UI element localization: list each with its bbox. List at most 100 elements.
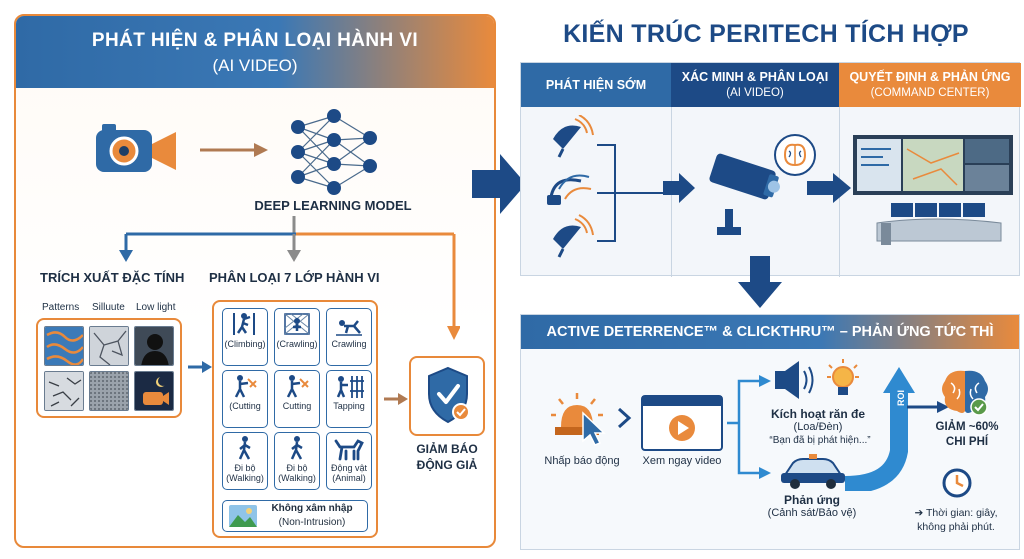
class-cell: (Cutting <box>222 370 268 428</box>
class-cell: Crawling <box>326 308 372 366</box>
class-label: Động vật <box>330 463 368 473</box>
non-intrusion-line1: Không xâm nhập <box>271 503 353 514</box>
police-car-icon <box>781 454 845 489</box>
shield-check-icon <box>428 366 470 424</box>
col2-title: XÁC MINH & PHÂN LOẠI <box>681 70 829 84</box>
feature-label-silhouette: Silluute <box>92 302 125 313</box>
deterrence-panel: ACTIVE DETERRENCE™ & CLICKTHRU™ – PHẢN Ứ… <box>520 314 1020 550</box>
activate-quote: “Bạn đã bị phát hiện...” <box>769 435 871 446</box>
cutting-icon <box>275 373 319 401</box>
arrow-col1-col2-icon <box>663 173 695 203</box>
col3-sub: (COMMAND CENTER) <box>870 87 990 99</box>
cost-line1: GIẢM ~60% <box>935 421 999 433</box>
left-subtitle: (AI VIDEO) <box>212 56 298 75</box>
false-alarm-box <box>409 356 485 436</box>
click-label: Nhấp báo động <box>544 455 620 467</box>
class-label: Tapping <box>333 401 365 411</box>
crack-texture-icon <box>89 326 129 366</box>
class-cell: Động vật(Animal) <box>326 432 372 490</box>
class-cell: Đi bộ(Walking) <box>274 432 320 490</box>
roi-label: ROI <box>896 389 907 407</box>
climbing-icon <box>223 311 267 339</box>
feature-box <box>36 318 182 418</box>
chevron-right-icon <box>617 407 632 429</box>
class-cell: (Crawling) <box>274 308 320 366</box>
sensor-array-icon <box>547 115 663 258</box>
neural-network-icon <box>291 109 377 195</box>
branch-arrows <box>119 216 460 340</box>
tapping-icon <box>327 373 371 401</box>
class-label: (Climbing) <box>224 339 266 349</box>
fork-arrows-icon <box>727 375 771 479</box>
activate-title: Kích hoạt răn đe <box>770 407 865 421</box>
col3-header: QUYẾT ĐỊNH & PHẢN ỨNG (COMMAND CENTER) <box>839 63 1021 107</box>
activate-sub: (Loa/Đèn) <box>793 421 843 433</box>
class-label: Đi bộ <box>234 463 256 473</box>
time-line2: không phải phút. <box>917 521 995 533</box>
landscape-icon <box>229 505 257 527</box>
col3-title: QUYẾT ĐỊNH & PHẢN ỨNG <box>849 70 1011 84</box>
architecture-panel: PHÁT HIỆN SỚM XÁC MINH & PHÂN LOẠI (AI V… <box>520 62 1021 277</box>
pattern-texture-icon <box>44 326 84 366</box>
feature-label-patterns: Patterns <box>42 302 80 313</box>
brain-icon <box>942 370 988 416</box>
class-sublabel: (Walking) <box>278 473 316 483</box>
class-label: Đi bộ <box>286 463 308 473</box>
arrow-to-model-icon <box>200 143 268 157</box>
reduce-line1: GIẢM BÁO <box>416 442 478 456</box>
class-cell: Đi bộ(Walking) <box>222 432 268 490</box>
big-arrow-icon <box>472 154 526 214</box>
feature-label-lowlight: Low light <box>136 302 176 313</box>
speaker-light-icon <box>775 359 859 399</box>
reduce-line2: ĐỘNG GIẢ <box>416 458 478 472</box>
col2-header: XÁC MINH & PHÂN LOẠI (AI VIDEO) <box>671 63 839 107</box>
non-intrusion-line2: (Non-Intrusion) <box>278 517 346 528</box>
class-label: Crawling <box>331 339 367 349</box>
time-line1: ➔ Thời gian: giây, <box>914 507 998 519</box>
silhouette-icon <box>134 326 174 366</box>
class-label: (Crawling) <box>276 339 318 349</box>
arrow-to-classify-icon <box>188 361 212 373</box>
clock-icon <box>942 468 972 498</box>
classify-box: (Climbing) (Crawling) Crawling (Cutting Cutt… <box>212 300 378 538</box>
left-panel: PHÁT HIỆN & PHÂN LOẠI HÀNH VI (AI VIDEO)… <box>14 14 496 548</box>
col2-sub: (AI VIDEO) <box>726 87 784 99</box>
right-title: KIẾN TRÚC PERITECH TÍCH HỢP <box>563 20 969 48</box>
col1-title: PHÁT HIỆN SỚM <box>545 78 647 92</box>
arrow-col2-col3-icon <box>807 173 851 203</box>
arrow-to-reduce-icon <box>384 393 408 405</box>
down-arrow-icon <box>738 256 782 308</box>
video-label: Xem ngay video <box>642 455 722 467</box>
walking-icon <box>275 435 319 463</box>
video-player-icon <box>641 395 723 451</box>
class-cell: Tapping <box>326 370 372 428</box>
class-cell: (Climbing) <box>222 308 268 366</box>
left-header: PHÁT HIỆN & PHÂN LOẠI HÀNH VI (AI VIDEO) <box>16 16 494 88</box>
walking-icon <box>223 435 267 463</box>
response-title: Phản ứng <box>783 493 841 507</box>
col1-header: PHÁT HIỆN SỚM <box>521 63 671 107</box>
non-intrusion-cell: Không xâm nhập (Non-Intrusion) <box>222 500 368 532</box>
classify-title: PHÂN LOẠI 7 LỚP HÀNH VI <box>209 270 380 285</box>
scratch-texture-icon <box>44 371 84 411</box>
left-title: PHÁT HIỆN & PHÂN LOẠI HÀNH VI <box>91 30 419 51</box>
crawling-icon <box>327 311 371 339</box>
roi-arrow-icon <box>844 367 949 491</box>
model-label: DEEP LEARNING MODEL <box>254 198 412 213</box>
command-center-icon <box>853 135 1013 245</box>
ai-camera-icon <box>709 134 816 235</box>
dog-icon <box>327 435 371 463</box>
night-camera-icon <box>134 371 174 411</box>
class-cell: Cutting <box>274 370 320 428</box>
response-sub: (Cảnh sát/Bảo vệ) <box>767 507 857 519</box>
deterrence-header: ACTIVE DETERRENCE™ & CLICKTHRU™ – PHẢN Ứ… <box>521 315 1019 349</box>
cutting-icon <box>223 373 267 401</box>
class-label: (Cutting <box>229 401 261 411</box>
video-camera-icon <box>96 124 176 172</box>
class-sublabel: (Animal) <box>332 473 366 483</box>
radar-dish-icon <box>553 115 594 158</box>
fence-icon <box>275 311 319 339</box>
cost-line2: CHI PHÍ <box>945 436 989 448</box>
noise-texture-icon <box>89 371 129 411</box>
class-label: Cutting <box>282 401 312 411</box>
